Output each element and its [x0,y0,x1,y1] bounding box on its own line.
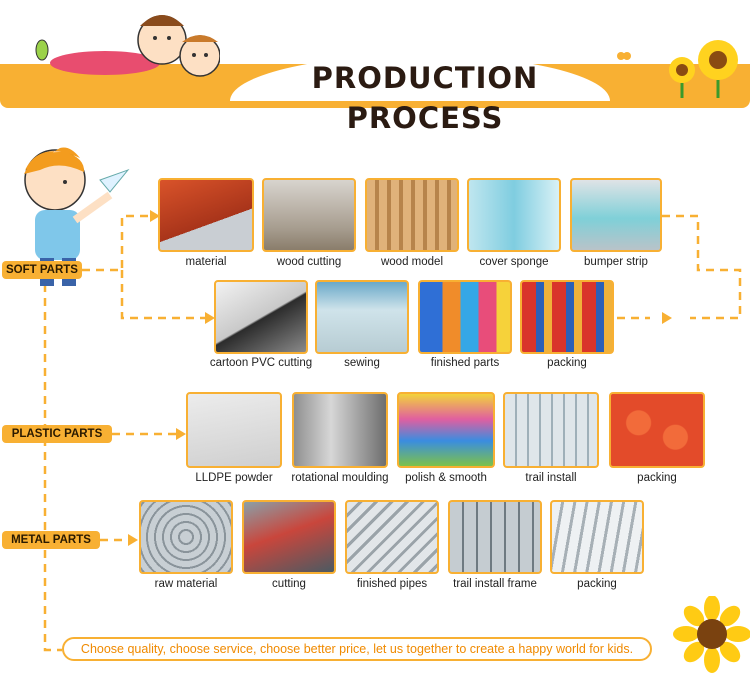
photo-trail-install-frame [448,500,542,574]
photo-material [158,178,254,252]
step-caption: trail install [525,472,577,484]
step-caption: finished pipes [356,578,428,590]
photo-bumper-strip [570,178,662,252]
step-caption: material [185,256,227,268]
step-caption: packing [547,357,587,369]
section-label-soft-parts: SOFT PARTS [2,261,82,279]
photo-finished-pipes [345,500,439,574]
butterfly-icon [617,52,631,60]
step-caption: bumper strip [584,256,648,268]
step-caption: raw material [154,578,218,590]
photo-polish-and-smooth [397,392,495,468]
photo-lldpe-powder [186,392,282,468]
step-caption: cutting [272,578,306,590]
section-label-plastic-parts: PLASTIC PARTS [2,425,112,443]
photo-cover-sponge [467,178,561,252]
sunflower-icon [669,40,738,98]
step-caption: polish & smooth [405,472,487,484]
step-caption: packing [577,578,617,590]
step-caption: finished parts [430,357,500,369]
step-caption: packing [637,472,677,484]
photo-raw-material [139,500,233,574]
step-caption: cartoon PVC cutting [209,357,313,369]
photo-packing [550,500,644,574]
page-title: PRODUCTION PROCESS [311,61,539,135]
photo-wood-model [365,178,459,252]
step-caption: wood cutting [276,256,342,268]
photo-rotational-moulding [292,392,388,468]
section-label-metal-parts: METAL PARTS [2,531,100,549]
kids-illustration-icon [35,15,220,77]
photo-packing [520,280,614,354]
step-caption: cover sponge [479,256,549,268]
sunflower-icon [673,596,750,673]
step-caption: wood model [380,256,443,268]
photo-cartoon-pvc-cutting [214,280,308,354]
step-caption: LLDPE powder [195,472,273,484]
photo-trail-install [503,392,599,468]
photo-packing [609,392,705,468]
step-caption: rotational moulding [291,472,389,484]
step-caption: sewing [344,357,380,369]
photo-cutting [242,500,336,574]
photo-wood-cutting [262,178,356,252]
step-caption: trail install frame [453,578,537,590]
photo-finished-parts [418,280,512,354]
photo-sewing [315,280,409,354]
slogan-banner: Choose quality, choose service, choose b… [62,637,652,661]
